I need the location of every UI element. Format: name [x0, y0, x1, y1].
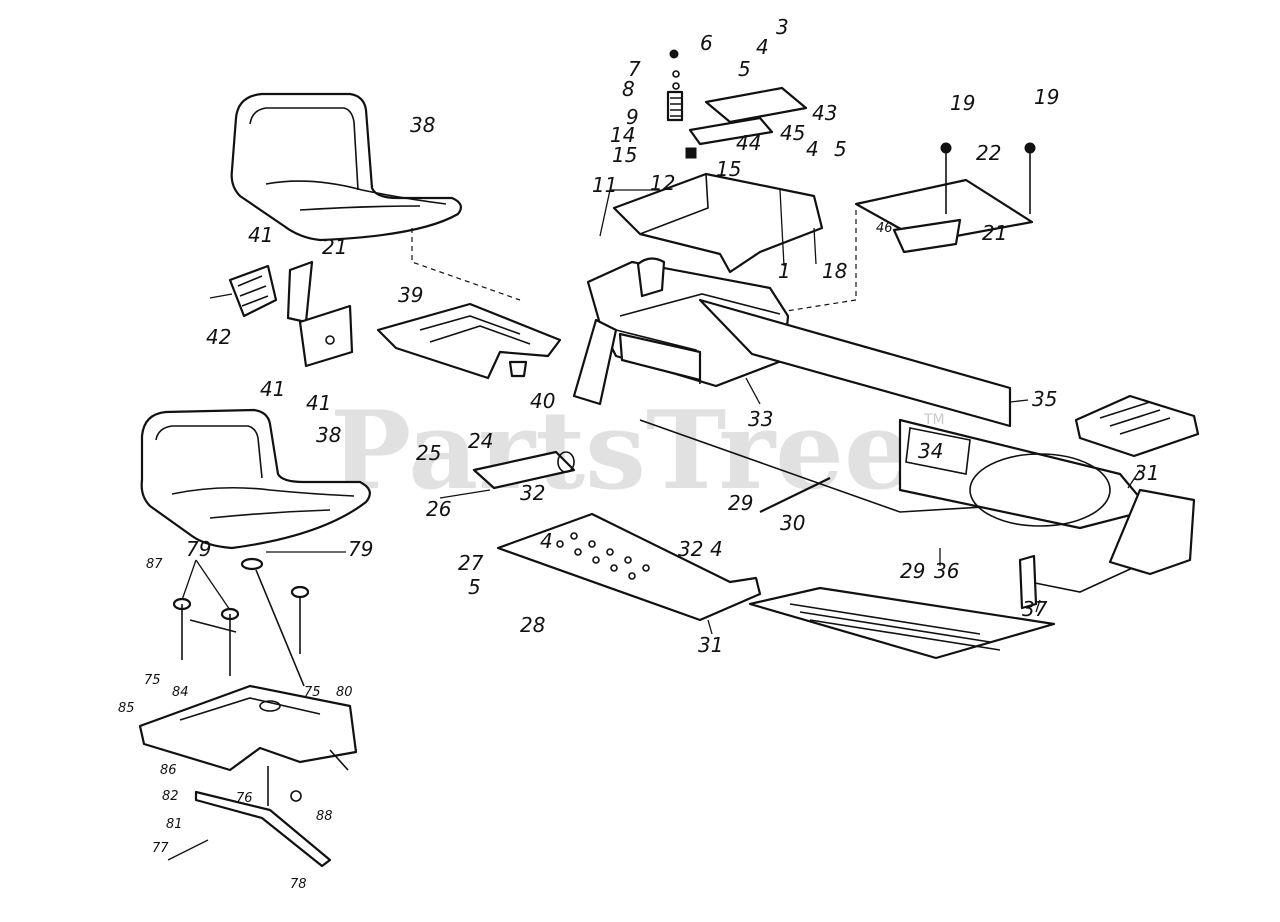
footrest-right[interactable] [1074, 394, 1200, 458]
callout-32: 32 [678, 537, 703, 561]
callout-8: 8 [622, 77, 635, 101]
callout-40: 40 [530, 389, 555, 413]
seat-pivot-bracket[interactable] [666, 49, 808, 159]
callout-46: 46 [876, 221, 893, 236]
callout-18: 18 [822, 259, 847, 283]
callout-5: 5 [738, 57, 751, 81]
callout-76: 76 [236, 791, 253, 806]
seat-lower[interactable] [140, 408, 371, 550]
callout-75: 75 [304, 685, 321, 700]
callout-14: 14 [610, 123, 635, 147]
callout-24: 24 [468, 429, 493, 453]
callout-1: 1 [778, 259, 791, 283]
callout-82: 82 [162, 789, 179, 804]
pin-rod[interactable] [759, 477, 831, 513]
callout-41: 41 [248, 223, 273, 247]
seat-mount-hardware[interactable] [172, 557, 310, 687]
callout-21: 21 [982, 221, 1007, 245]
callout-81: 81 [166, 817, 183, 832]
callout-7: 7 [628, 57, 641, 81]
leader-lines [167, 189, 1141, 861]
callout-28: 28 [520, 613, 545, 637]
callout-79: 79 [186, 537, 211, 561]
callout-77: 77 [152, 841, 169, 856]
callout-84: 84 [172, 685, 189, 700]
callout-21: 21 [322, 235, 347, 259]
callout-85: 85 [118, 701, 135, 716]
callout-27: 27 [458, 551, 484, 575]
callout-29: 29 [728, 491, 753, 515]
seat-adjust-lever[interactable] [194, 766, 332, 868]
callout-5: 5 [834, 137, 847, 161]
step-mat[interactable] [748, 586, 1056, 660]
footrest-left[interactable] [496, 512, 762, 622]
callout-4: 4 [710, 537, 723, 561]
callout-26: 26 [426, 497, 451, 521]
callout-79: 79 [348, 537, 373, 561]
callout-36: 36 [934, 559, 959, 583]
callout-32: 32 [520, 481, 545, 505]
callout-22: 22 [976, 141, 1001, 165]
seat-upper[interactable] [230, 92, 462, 242]
battery-cover[interactable] [854, 142, 1036, 254]
callout-5: 5 [468, 575, 481, 599]
main-frame[interactable] [639, 298, 1196, 610]
callout-4: 4 [540, 529, 553, 553]
callout-11: 11 [592, 173, 617, 197]
callout-88: 88 [316, 809, 333, 824]
callout-39: 39 [398, 283, 423, 307]
callout-19: 19 [1034, 85, 1059, 109]
trademark-mark: TM [923, 412, 945, 428]
callout-35: 35 [1032, 387, 1057, 411]
seat-mounting-plate[interactable] [376, 302, 562, 380]
rear-fender[interactable] [612, 172, 824, 274]
callout-78: 78 [290, 877, 307, 892]
seat-hinge-bracket[interactable] [209, 260, 354, 368]
seat-adjust-plate[interactable] [138, 684, 358, 772]
callout-4: 4 [756, 35, 769, 59]
callout-41: 41 [306, 391, 331, 415]
callout-31: 31 [1134, 461, 1159, 485]
callout-31: 31 [698, 633, 723, 657]
callout-86: 86 [160, 763, 177, 778]
callout-75: 75 [144, 673, 161, 688]
callout-38: 38 [316, 423, 341, 447]
callout-29: 29 [900, 559, 925, 583]
callout-9: 9 [626, 105, 639, 129]
callout-38: 38 [410, 113, 435, 137]
callout-6: 6 [700, 31, 713, 55]
callout-41: 41 [260, 377, 285, 401]
callout-44: 44 [736, 131, 761, 155]
callout-37: 37 [1022, 597, 1048, 621]
callout-4: 4 [806, 137, 819, 161]
callout-labels: 6 3 7 8 4 5 9 43 14 45 44 15 15 12 4 5 1… [118, 15, 1159, 892]
callout-43: 43 [812, 101, 837, 125]
pivot-tube[interactable] [472, 450, 576, 490]
callout-3: 3 [776, 15, 789, 39]
callout-15: 15 [716, 157, 741, 181]
callout-33: 33 [748, 407, 773, 431]
callout-34: 34 [918, 439, 943, 463]
callout-45: 45 [780, 121, 805, 145]
callout-15: 15 [612, 143, 637, 167]
callout-19: 19 [950, 91, 975, 115]
callout-80: 80 [336, 685, 353, 700]
callout-42: 42 [206, 325, 231, 349]
callout-12: 12 [650, 171, 675, 195]
callout-87: 87 [146, 557, 163, 572]
partstree-watermark: PartsTree [330, 388, 913, 514]
callout-25: 25 [416, 441, 441, 465]
callout-30: 30 [780, 511, 805, 535]
